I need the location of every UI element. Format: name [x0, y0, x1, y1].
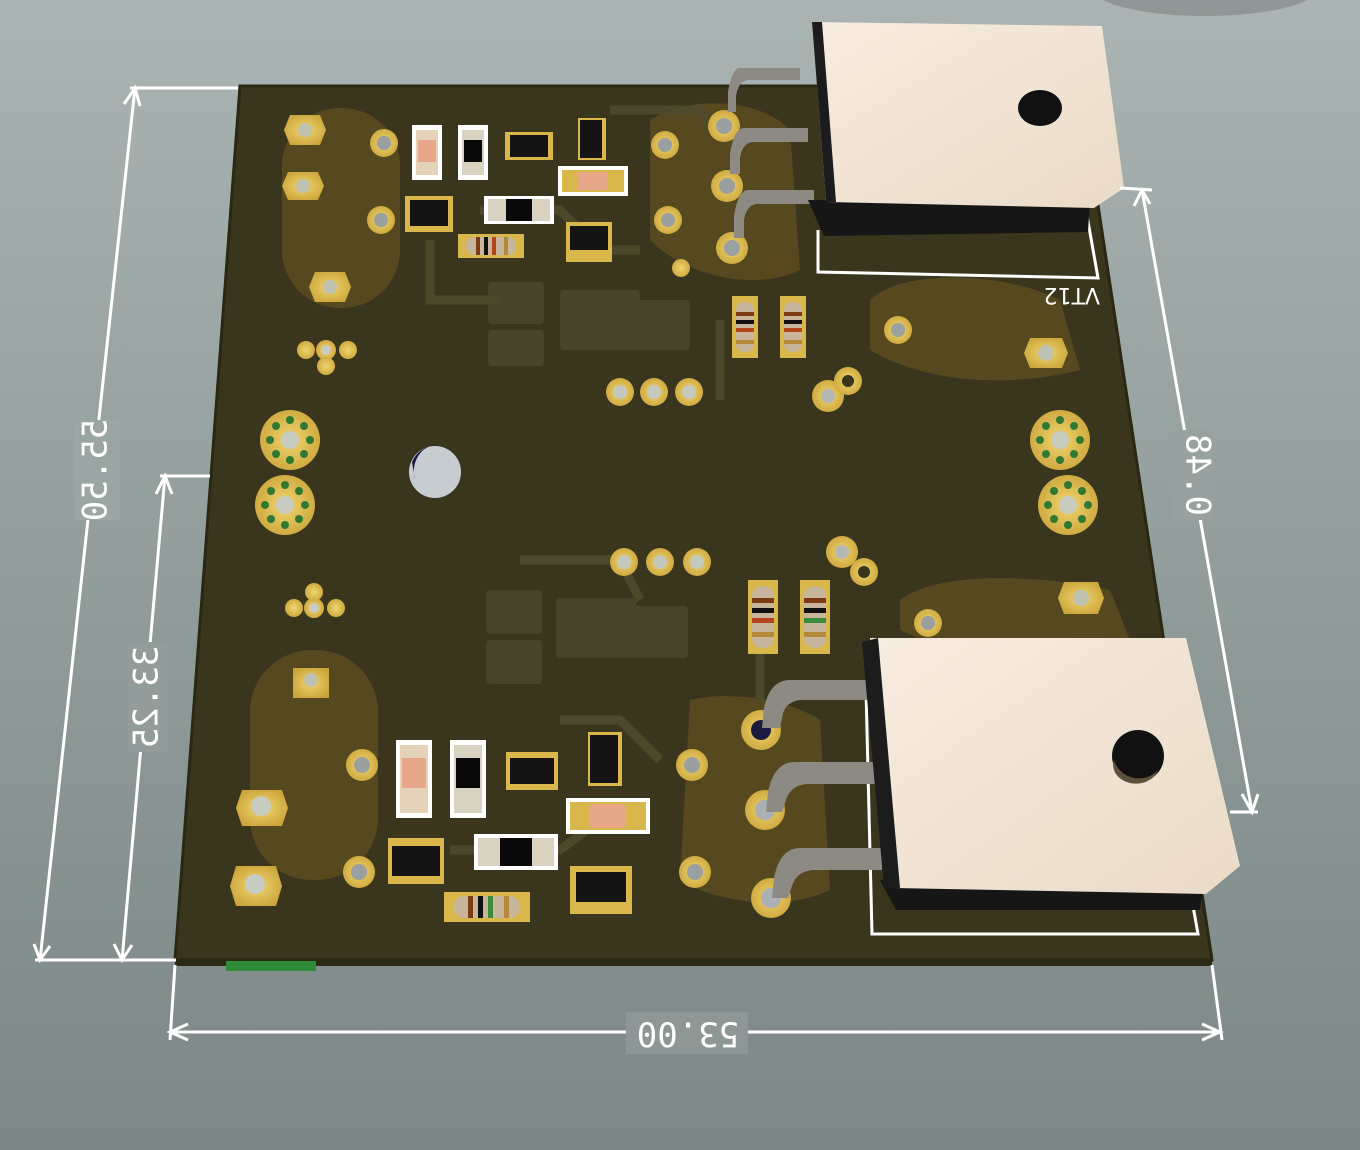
resistor-icon	[458, 234, 524, 258]
smd-transistor-icon	[506, 752, 558, 790]
pad-icon	[309, 272, 351, 302]
smd-transistor-icon	[578, 118, 606, 160]
smd-components-top	[405, 118, 806, 358]
dim-width-label: 53.00	[637, 1014, 739, 1054]
smd-components-bottom	[388, 580, 830, 922]
smd-transistor-icon	[570, 866, 632, 914]
resistor-icon	[780, 296, 806, 358]
ghost-footprints	[486, 282, 690, 684]
pad-icon	[230, 866, 282, 906]
resistor-icon	[732, 296, 758, 358]
resistor-icon	[412, 125, 442, 180]
smd-transistor-icon	[405, 196, 453, 232]
smd-transistor-icon	[505, 132, 553, 160]
resistor-icon	[558, 166, 628, 196]
flower-pads	[255, 340, 1098, 618]
transistor-package-icon	[762, 638, 1240, 910]
pad-icon	[1058, 582, 1104, 614]
dim-height-partial-label: 33.25	[127, 646, 167, 748]
transistor-mounting-hole	[1112, 730, 1164, 782]
pad-icon	[236, 790, 288, 826]
resistor-icon	[800, 580, 830, 654]
resistor-icon	[484, 196, 554, 224]
silkscreen-labels: VT12	[1044, 282, 1100, 307]
smd-transistor-icon	[566, 222, 612, 262]
pad-icon	[282, 172, 324, 200]
resistor-icon	[748, 580, 778, 654]
background-disc	[1103, 0, 1307, 16]
resistor-icon	[450, 740, 486, 818]
dim-height-full-label: 55.50	[76, 419, 116, 521]
resistor-icon	[396, 740, 432, 818]
dim-right-label: 0.48	[1178, 434, 1218, 516]
resistor-icon	[458, 125, 488, 180]
resistor-icon	[566, 798, 650, 834]
transistor-mounting-hole	[1018, 90, 1062, 126]
resistor-icon	[444, 892, 530, 922]
transistor-package-icon	[728, 22, 1124, 238]
mounting-hole-icon	[409, 445, 461, 498]
green-connector	[226, 961, 316, 971]
pad-icon	[672, 259, 690, 277]
resistor-icon	[474, 834, 558, 870]
label-vt12: VT12	[1044, 282, 1100, 307]
smd-transistor-icon	[588, 732, 622, 786]
smd-transistor-icon	[388, 838, 444, 884]
pad-icon	[284, 115, 326, 145]
pad-icon	[1024, 338, 1068, 368]
